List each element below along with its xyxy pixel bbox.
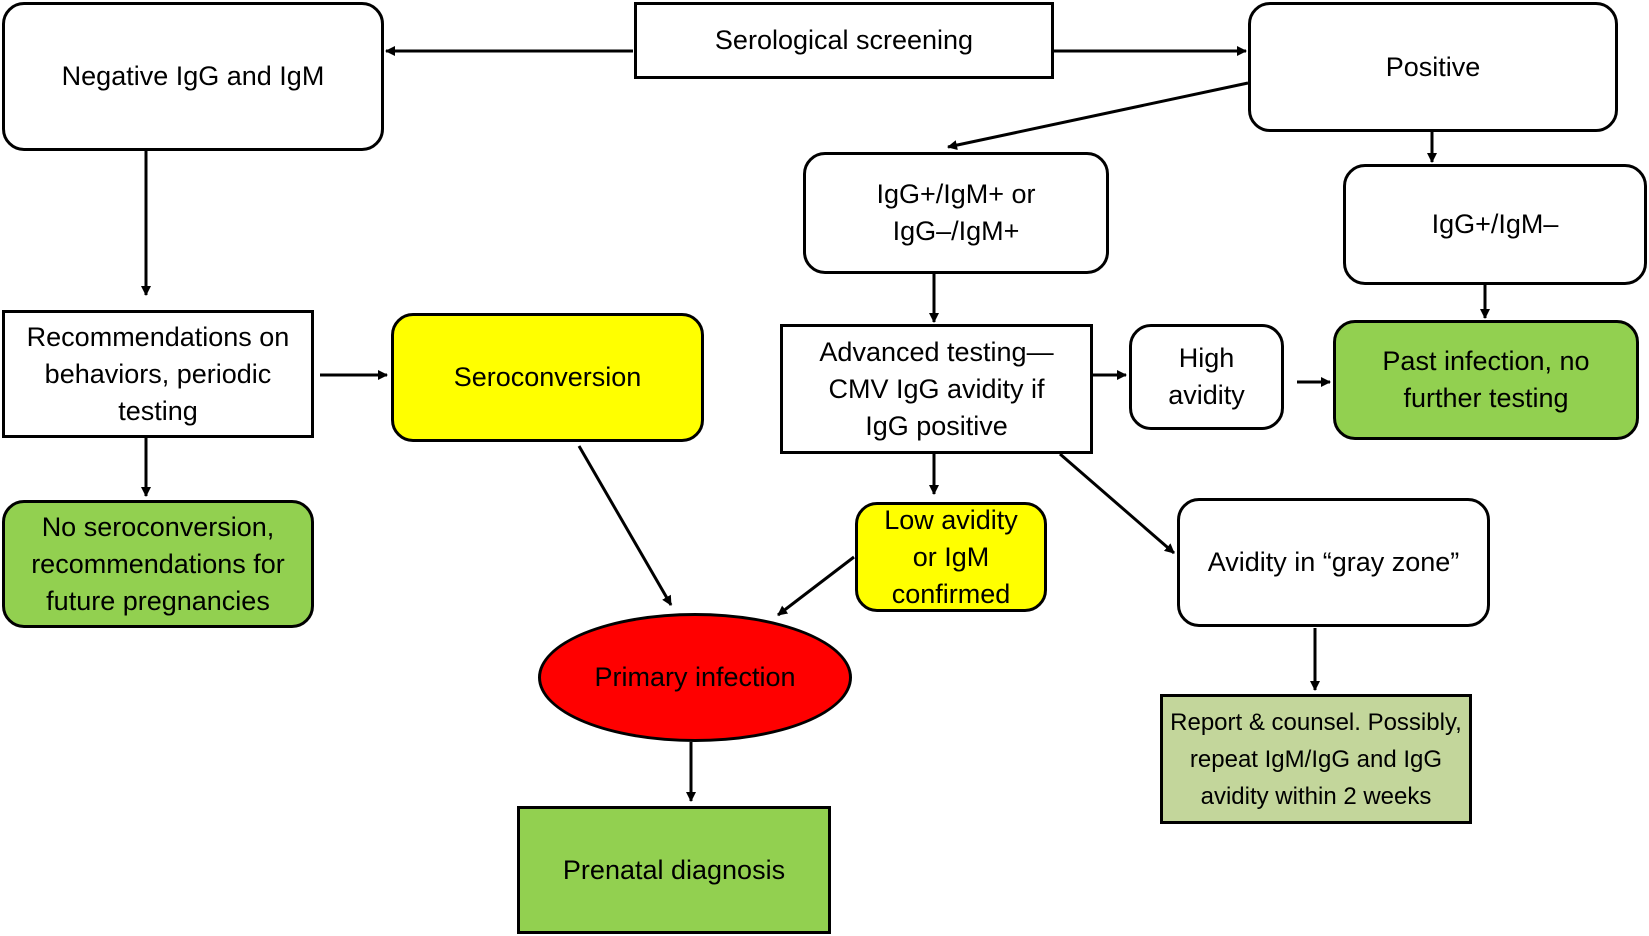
serological-screening-label: Serological screening xyxy=(714,25,974,55)
recommendations-label: Recommendations on behaviors, periodic t… xyxy=(26,321,290,426)
low-avidity-box: Low avidity or IgM confirmed xyxy=(855,502,1047,612)
primary-infection-label: Primary infection xyxy=(594,662,796,692)
igm-positive-label: IgG+/IgM+ or IgG–/IgM+ xyxy=(876,179,1036,246)
seroconversion-box: Seroconversion xyxy=(391,313,704,442)
positive-label: Positive xyxy=(1385,51,1481,82)
negative-igg-igm-label: Negative IgG and IgM xyxy=(61,61,325,91)
advanced-testing-label: Advanced testing— CMV IgG avidity if IgG… xyxy=(819,336,1054,441)
advanced-testing-box: Advanced testing— CMV IgG avidity if IgG… xyxy=(780,324,1093,454)
gray-zone-label: Avidity in “gray zone” xyxy=(1207,547,1460,577)
igm-positive-box: IgG+/IgM+ or IgG–/IgM+ xyxy=(803,152,1109,274)
low-avidity-label: Low avidity or IgM confirmed xyxy=(884,504,1018,609)
report-counsel-label: Report & counsel. Possibly, repeat IgM/I… xyxy=(1170,708,1462,810)
arrow-seroconversion-to-primary-infection xyxy=(577,445,673,606)
negative-igg-igm-box: Negative IgG and IgM xyxy=(2,2,384,151)
high-avidity-box: High avidity xyxy=(1129,324,1284,430)
prenatal-diagnosis-box: Prenatal diagnosis xyxy=(517,806,831,934)
past-infection-label: Past infection, no further testing xyxy=(1382,346,1590,413)
high-avidity-label: High avidity xyxy=(1168,343,1245,410)
gray-zone-box: Avidity in “gray zone” xyxy=(1177,498,1490,627)
report-counsel-box: Report & counsel. Possibly, repeat IgM/I… xyxy=(1160,694,1472,824)
arrow-positive-to-igm-positive xyxy=(947,81,1249,151)
past-infection-box: Past infection, no further testing xyxy=(1333,320,1639,440)
serological-screening-box: Serological screening xyxy=(634,2,1054,79)
no-seroconversion-label: No seroconversion, recommendations for f… xyxy=(31,511,285,616)
recommendations-box: Recommendations on behaviors, periodic t… xyxy=(2,310,314,438)
arrow-advanced-to-gray-zone xyxy=(1059,452,1175,555)
no-seroconversion-box: No seroconversion, recommendations for f… xyxy=(2,500,314,628)
positive-box: Positive xyxy=(1248,2,1618,132)
seroconversion-label: Seroconversion xyxy=(453,362,642,392)
igg-positive-igm-negative-box: IgG+/IgM– xyxy=(1343,164,1647,285)
prenatal-diagnosis-label: Prenatal diagnosis xyxy=(562,854,786,885)
igg-positive-igm-negative-label: IgG+/IgM– xyxy=(1431,209,1559,239)
arrow-low-avidity-to-primary-infection xyxy=(777,555,855,617)
primary-infection-ellipse: Primary infection xyxy=(538,613,852,742)
